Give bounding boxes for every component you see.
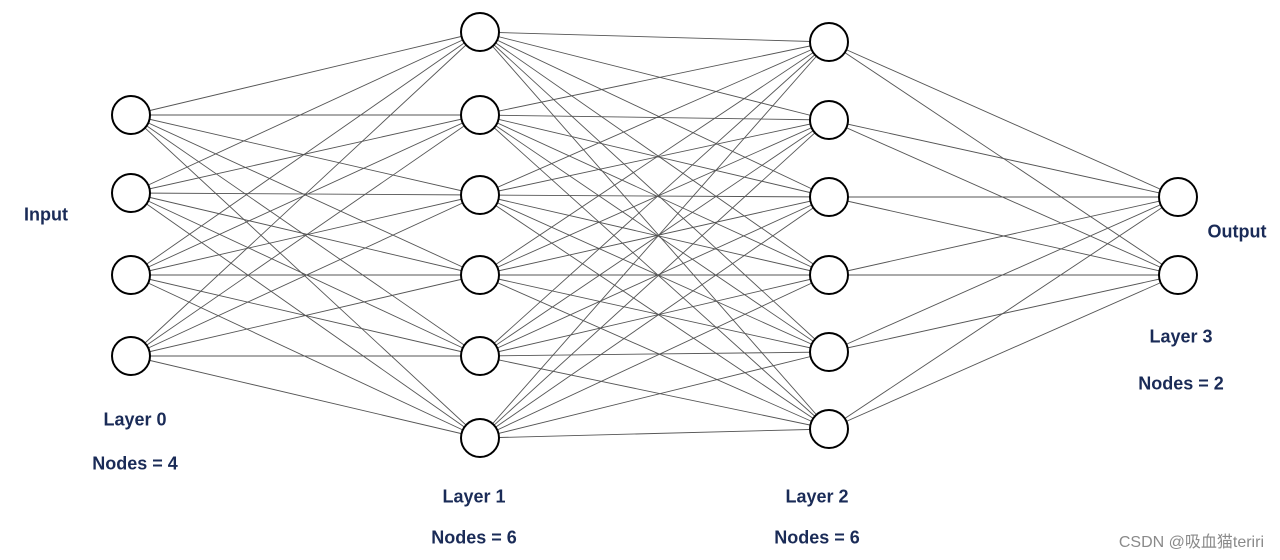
edge-l1n0-l2n2 <box>479 31 830 198</box>
edge-l0n0-l1n5 <box>130 114 481 439</box>
edge-l0n0-l1n2 <box>130 114 481 196</box>
edge-l0n3-l1n1 <box>130 114 481 357</box>
layer-1-node-0 <box>460 12 500 52</box>
connection-edges <box>130 31 1179 439</box>
edge-l0n2-l1n0 <box>130 31 481 276</box>
layer-2-node-0 <box>809 22 849 62</box>
edge-l1n5-l2n2 <box>479 196 830 439</box>
edge-l2n1-l3n0 <box>828 119 1179 198</box>
layer-3-nodes-count: Nodes = 2 <box>1138 373 1224 394</box>
edge-l1n5-l2n4 <box>479 351 830 439</box>
layer-0-node-0 <box>111 95 151 135</box>
edge-l1n0-l2n1 <box>479 31 830 121</box>
edge-l1n2-l2n2 <box>479 194 830 198</box>
edge-l1n1-l2n5 <box>479 114 830 430</box>
edge-l1n3-l2n4 <box>479 274 830 353</box>
edge-l1n2-l2n4 <box>479 194 830 353</box>
edge-l2n0-l3n0 <box>828 41 1179 198</box>
edge-l2n1-l3n1 <box>828 119 1179 276</box>
edge-l1n4-l2n2 <box>479 196 830 357</box>
watermark: CSDN @吸血猫teriri <box>1118 534 1264 551</box>
edge-l0n1-l1n3 <box>130 192 481 276</box>
edge-l0n2-l1n1 <box>130 114 481 276</box>
edge-l1n5-l2n5 <box>479 428 830 439</box>
layer-1-node-1 <box>460 95 500 135</box>
edge-l0n0-l1n0 <box>130 31 481 116</box>
edge-l1n1-l2n0 <box>479 41 830 116</box>
layer-0-node-2 <box>111 255 151 295</box>
edge-l1n2-l2n3 <box>479 194 830 276</box>
edge-l2n5-l3n0 <box>828 196 1179 430</box>
layer-1-node-2 <box>460 175 500 215</box>
layer-0-nodes-count: Nodes = 4 <box>92 453 178 474</box>
input-label: Input <box>24 204 68 225</box>
layer-2-node-5 <box>809 409 849 449</box>
layer-2-nodes-count: Nodes = 6 <box>774 527 860 548</box>
edge-l1n1-l2n3 <box>479 114 830 276</box>
layer-1-node-3 <box>460 255 500 295</box>
layer-2-node-3 <box>809 255 849 295</box>
layer-0-name: Layer 0 <box>103 409 167 430</box>
edge-l1n3-l2n0 <box>479 41 830 276</box>
layer-1-nodes-count: Nodes = 6 <box>431 527 517 548</box>
layer-3-node-0 <box>1158 177 1198 217</box>
edge-l1n4-l2n1 <box>479 119 830 357</box>
layer-2-node-4 <box>809 332 849 372</box>
edge-l1n0-l2n4 <box>479 31 830 353</box>
edge-l1n5-l2n1 <box>479 119 830 439</box>
layer-0-node-3 <box>111 336 151 376</box>
edge-l1n1-l2n2 <box>479 114 830 198</box>
edge-l0n3-l1n3 <box>130 274 481 357</box>
edge-l1n3-l2n5 <box>479 274 830 430</box>
layer-3-node-1 <box>1158 255 1198 295</box>
edge-l1n2-l2n1 <box>479 119 830 196</box>
edge-l1n5-l2n0 <box>479 41 830 439</box>
layer-2-name: Layer 2 <box>785 486 849 507</box>
edge-l0n3-l1n0 <box>130 31 481 357</box>
layer-0-node-1 <box>111 173 151 213</box>
edge-l1n4-l2n4 <box>479 351 830 357</box>
edge-l1n5-l2n3 <box>479 274 830 439</box>
edge-l1n0-l2n0 <box>479 31 830 43</box>
layer-3-name: Layer 3 <box>1149 326 1213 347</box>
output-label: Output <box>1207 221 1267 242</box>
edge-l1n2-l2n0 <box>479 41 830 196</box>
edge-l1n1-l2n4 <box>479 114 830 353</box>
edge-l1n0-l2n5 <box>479 31 830 430</box>
network-nodes <box>111 12 1198 458</box>
edge-l1n1-l2n1 <box>479 114 830 121</box>
edge-l0n2-l1n5 <box>130 274 481 439</box>
edge-l0n3-l1n5 <box>130 355 481 439</box>
edge-l0n3-l1n2 <box>130 194 481 357</box>
edge-l1n0-l2n3 <box>479 31 830 276</box>
edge-l1n3-l2n2 <box>479 196 830 276</box>
edge-l2n3-l3n0 <box>828 196 1179 276</box>
layer-1-node-4 <box>460 336 500 376</box>
layer-1-name: Layer 1 <box>442 486 506 507</box>
layer-2-node-2 <box>809 177 849 217</box>
edge-l0n1-l1n0 <box>130 31 481 194</box>
edge-l1n2-l2n5 <box>479 194 830 430</box>
edge-l2n4-l3n0 <box>828 196 1179 353</box>
layer-2-node-1 <box>809 100 849 140</box>
edge-l0n1-l1n4 <box>130 192 481 357</box>
edge-l1n3-l2n1 <box>479 119 830 276</box>
edge-l2n5-l3n1 <box>828 274 1179 430</box>
edge-l1n4-l2n0 <box>479 41 830 357</box>
edge-l1n4-l2n3 <box>479 274 830 357</box>
layer-1-node-5 <box>460 418 500 458</box>
edge-l1n4-l2n5 <box>479 355 830 430</box>
